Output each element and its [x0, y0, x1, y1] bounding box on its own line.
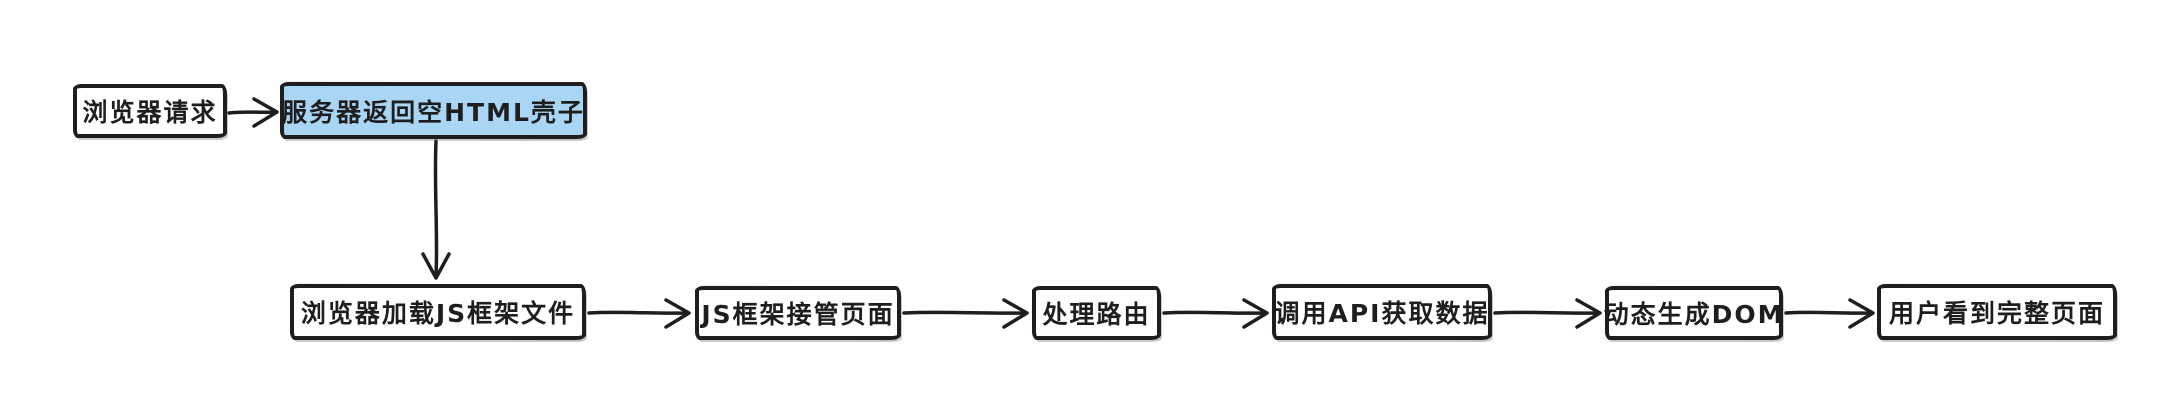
node-server-returns-empty-html-shell-label: 服务器返回空HTML壳子 — [282, 97, 585, 127]
node-browser-request-label: 浏览器请求 — [82, 98, 218, 127]
node-handle-routing-label: 处理路由 — [1042, 300, 1151, 329]
node-call-api-fetch-data-label: 调用API获取数据 — [1274, 299, 1490, 328]
node-dynamically-generate-dom-label: 动态生成DOM — [1603, 300, 1785, 329]
node-browser-loads-js-framework: 浏览器加载JS框架文件 — [290, 284, 586, 340]
arrow-routing-to-api — [1162, 298, 1269, 329]
node-js-framework-takes-over-label: JS框架接管页面 — [701, 300, 895, 329]
node-server-returns-empty-html-shell: 服务器返回空HTML壳子 — [280, 82, 587, 139]
node-user-sees-full-page-label: 用户看到完整页面 — [1888, 299, 2105, 328]
node-handle-routing: 处理路由 — [1032, 286, 1161, 340]
node-dynamically-generate-dom: 动态生成DOM — [1603, 286, 1785, 340]
arrow-browser-request-to-server-shell — [227, 97, 279, 128]
arrow-api-to-dom — [1493, 298, 1602, 329]
node-call-api-fetch-data: 调用API获取数据 — [1272, 284, 1492, 340]
node-browser-request: 浏览器请求 — [73, 84, 227, 138]
arrow-load-js-to-takeover — [587, 298, 691, 329]
node-js-framework-takes-over: JS框架接管页面 — [695, 286, 901, 340]
node-user-sees-full-page: 用户看到完整页面 — [1877, 284, 2117, 340]
arrow-dom-to-full-page — [1784, 298, 1875, 329]
arrow-takeover-to-routing — [902, 298, 1029, 329]
node-browser-loads-js-framework-label: 浏览器加载JS框架文件 — [300, 299, 576, 328]
arrow-server-shell-to-load-js — [421, 139, 451, 280]
